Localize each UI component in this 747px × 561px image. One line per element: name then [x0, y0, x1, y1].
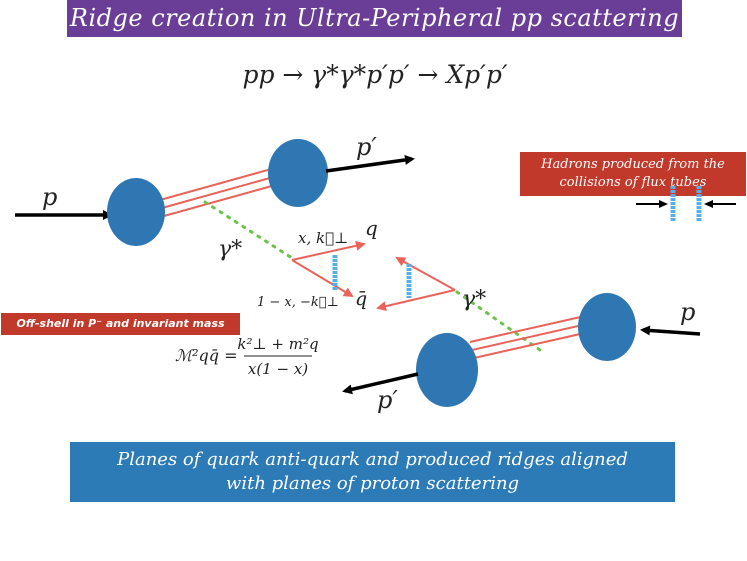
- label-gamma-left: γ*: [218, 237, 242, 262]
- label-p-prime-top: p′: [356, 133, 377, 161]
- bottom-note-line1: Planes of quark anti-quark and produced …: [117, 449, 628, 470]
- proton-upper-right: [268, 139, 328, 207]
- hadron-note: Hadrons produced from the collisions of …: [520, 152, 746, 196]
- bottom-note-line2: with planes of proton scattering: [225, 473, 520, 494]
- label-q: q: [365, 216, 378, 240]
- mass-formula: ℳ²qq̄ = k²⊥ + m²q x(1 − x): [175, 335, 319, 378]
- mass-formula-numerator: k²⊥ + m²q: [237, 335, 318, 353]
- outgoing-proton-bottom-arrow: [342, 372, 419, 395]
- proton-upper-left: [107, 178, 165, 246]
- quark-line-right-upper: [395, 257, 456, 291]
- label-one-minus-x: 1 − x, −k⃗⊥: [257, 295, 339, 310]
- label-x-k: x, k⃗⊥: [298, 229, 348, 247]
- label-p-right: p: [680, 298, 695, 326]
- label-p-left: p: [42, 183, 57, 211]
- offshell-label: Off-shell in P⁻ and invariant mass: [1, 313, 240, 335]
- lower-flux-tube: [469, 315, 590, 359]
- label-qbar: q̄: [355, 288, 367, 310]
- quark-line: [291, 240, 366, 261]
- mass-formula-denominator: x(1 − x): [248, 360, 308, 378]
- bottom-note: Planes of quark anti-quark and produced …: [70, 442, 675, 502]
- reaction-equation: pp → γ*γ*p′p′ → Xp′p′: [242, 60, 508, 89]
- hadron-note-line1: Hadrons produced from the: [541, 157, 725, 172]
- outgoing-proton-top-arrow: [325, 155, 415, 173]
- photon-line-lower: [455, 290, 542, 352]
- upper-flux-tube: [159, 167, 280, 217]
- hadron-note-line2: collisions of flux tubes: [559, 175, 707, 190]
- slide-title: Ridge creation in Ultra-Peripheral pp sc…: [67, 0, 682, 37]
- proton-lower-left: [416, 333, 478, 407]
- proton-lower-right: [578, 293, 636, 361]
- antiquark-line: [291, 259, 354, 298]
- label-p-prime-bottom: p′: [377, 386, 398, 414]
- mass-formula-lhs: ℳ²qq̄ =: [175, 346, 238, 365]
- incoming-proton-right-arrow: [640, 325, 701, 336]
- antiquark-line-right-lower: [376, 289, 456, 312]
- label-gamma-right: γ*: [462, 287, 486, 312]
- photon-line-upper: [203, 200, 294, 260]
